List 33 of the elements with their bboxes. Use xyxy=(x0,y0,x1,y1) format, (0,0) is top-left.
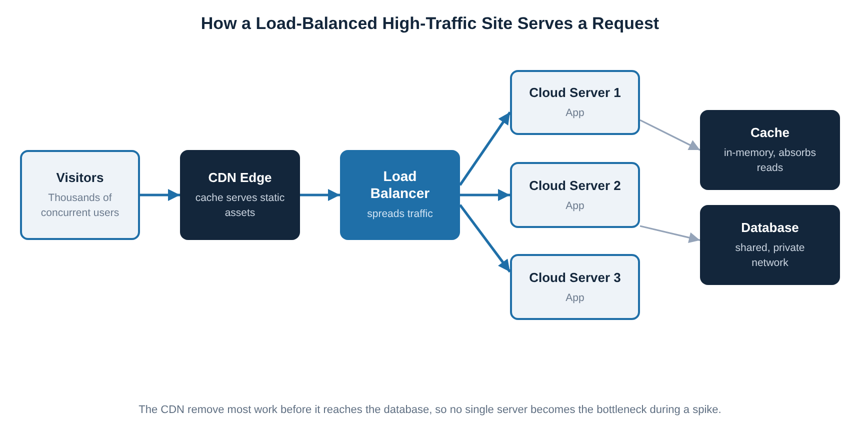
node-title: Cloud Server 3 xyxy=(529,268,621,286)
service-box xyxy=(700,205,840,285)
service-box xyxy=(180,150,300,240)
process-box xyxy=(510,70,640,135)
process-box xyxy=(510,162,640,228)
arrow xyxy=(140,189,180,201)
service-box xyxy=(700,110,840,190)
node-title: Load Balancer xyxy=(369,168,431,202)
caption: The CDN remove most work before it reaches the database, so no single server becomes the bottleneck during a spike. xyxy=(138,404,722,416)
node-description: cache serves static assets xyxy=(194,191,286,221)
arrow xyxy=(458,112,512,186)
node-description: spreads traffic xyxy=(367,207,433,222)
node-title: CDN Edge xyxy=(208,169,272,186)
node-title: Cloud Server 1 xyxy=(529,84,621,101)
diagram-title: How a Load-Balanced High-Traffic Site Serves a Request xyxy=(200,14,660,33)
node-title: Database xyxy=(741,219,799,236)
node-description: App xyxy=(566,198,584,214)
node-title: Cloud Server 2 xyxy=(529,176,621,194)
arrow xyxy=(640,225,700,244)
arrow xyxy=(300,189,340,201)
node-description: App xyxy=(566,290,584,306)
arrow xyxy=(458,204,512,273)
node-description: in-memory, absorbs reads xyxy=(723,146,817,176)
node-description: App xyxy=(566,106,584,121)
node-description: shared, private network xyxy=(734,241,806,271)
arrow xyxy=(460,189,510,201)
process-box xyxy=(510,254,640,320)
arrow xyxy=(640,119,700,151)
node-title: Cache xyxy=(750,124,790,141)
balancer-box xyxy=(340,150,460,240)
process-box xyxy=(20,150,140,240)
node-description: Thousands of concurrent users xyxy=(40,191,120,221)
node-title: Visitors xyxy=(56,169,104,186)
